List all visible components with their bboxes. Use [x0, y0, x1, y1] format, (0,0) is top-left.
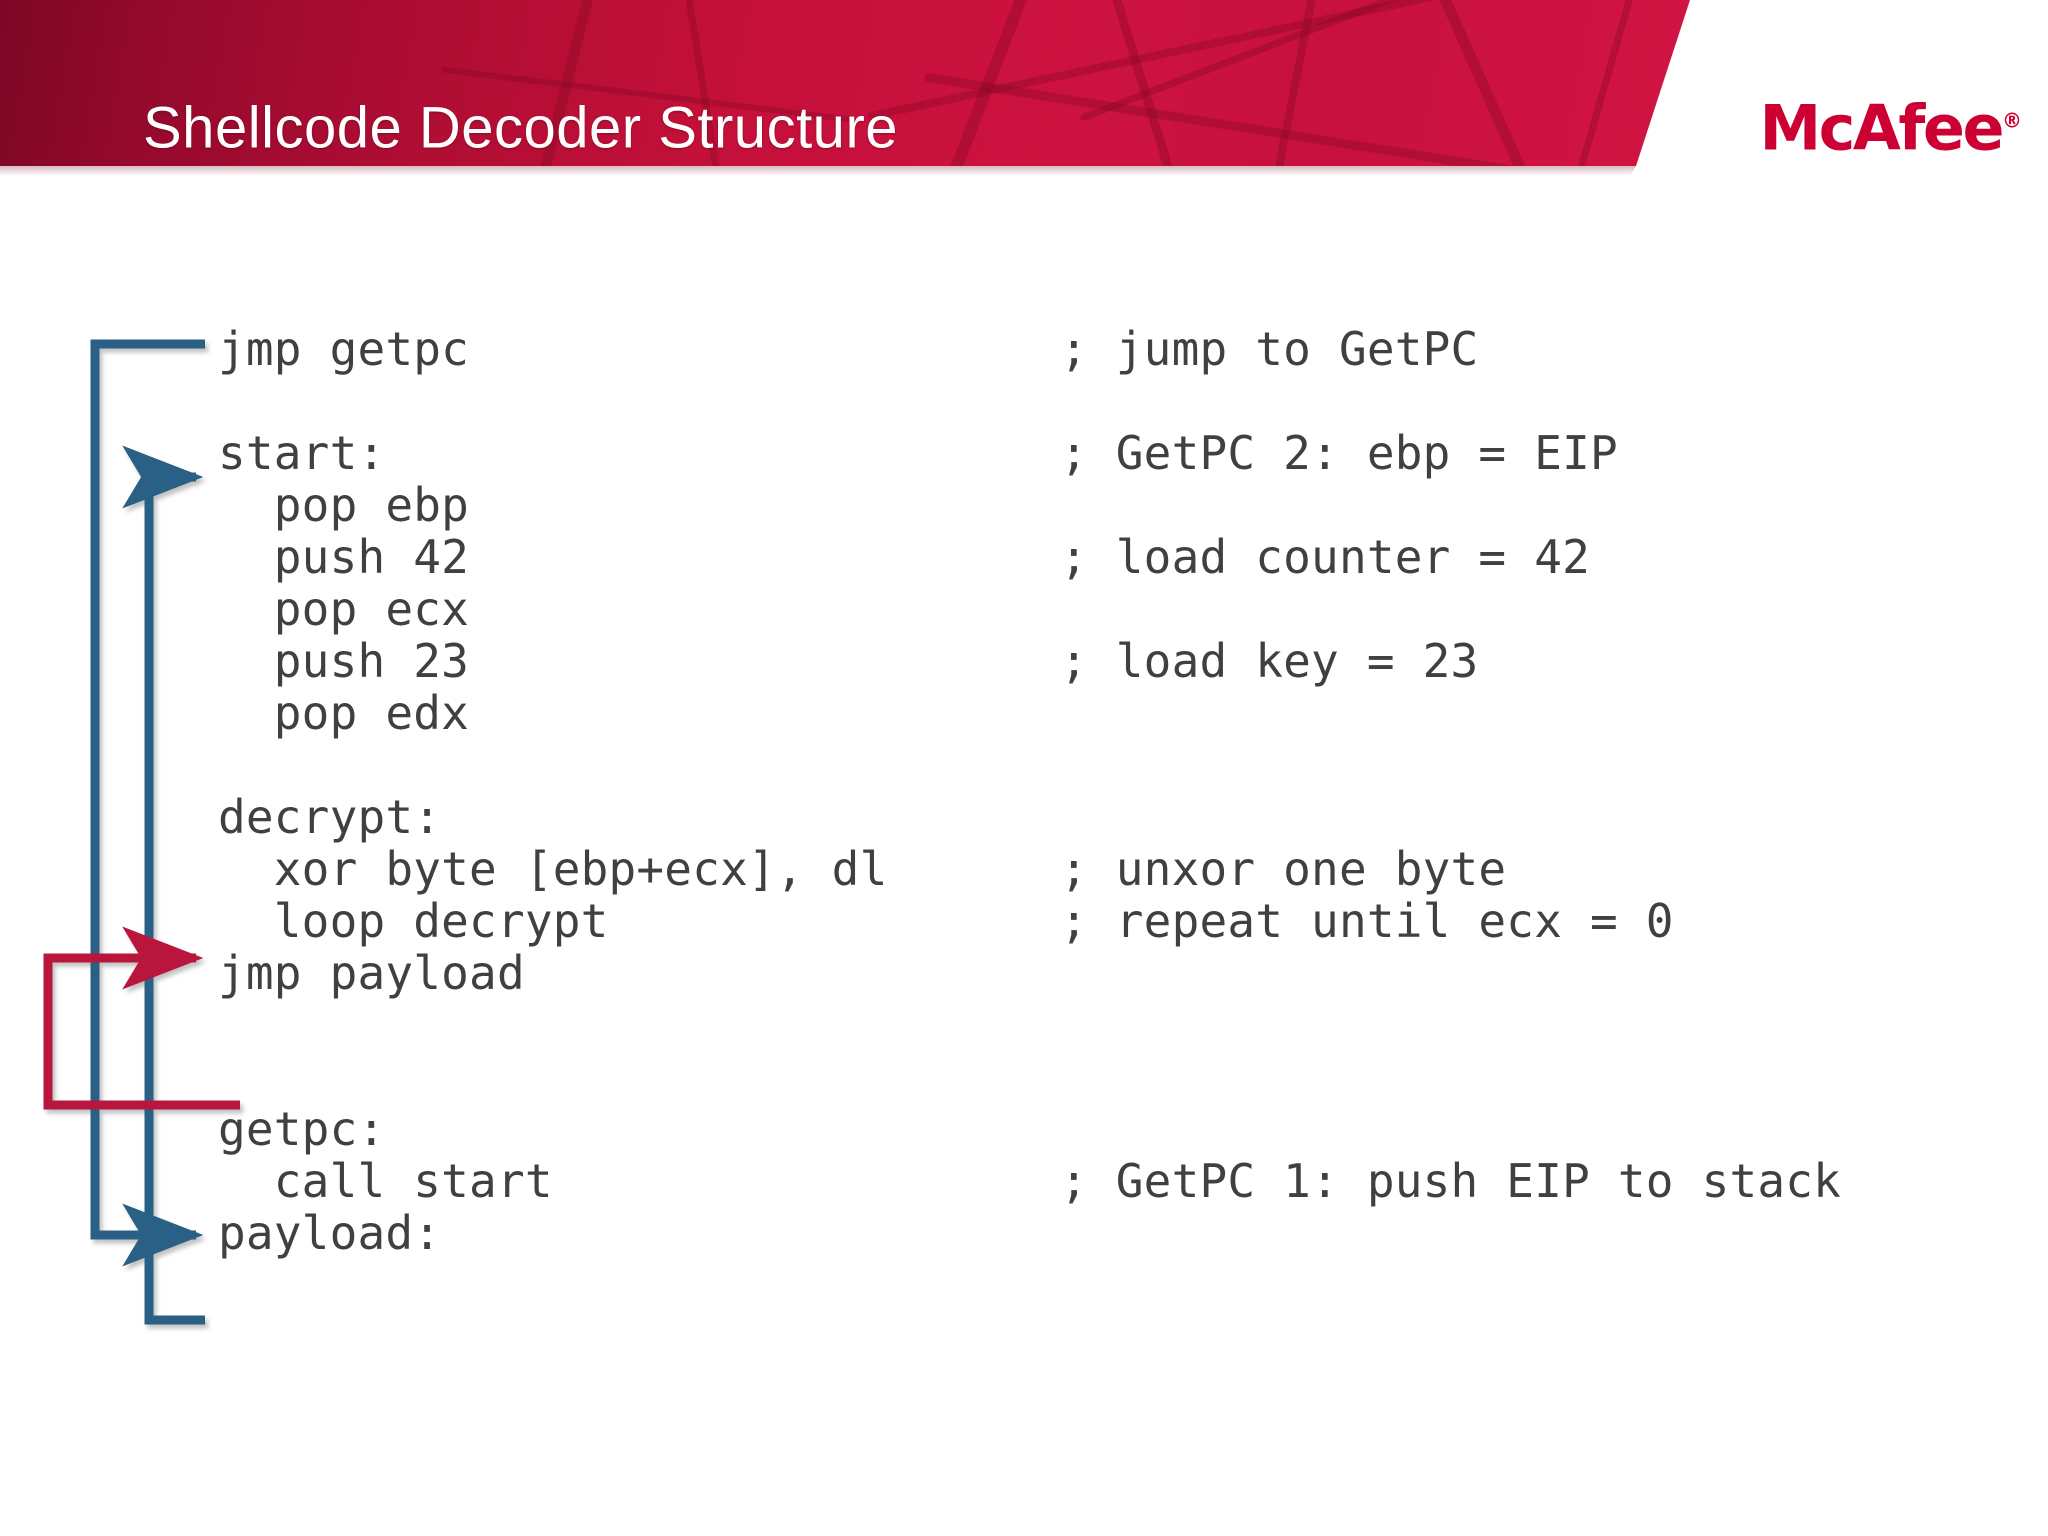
arrow-call-start-to-start	[122, 445, 205, 1325]
page-title: Shellcode Decoder Structure	[143, 95, 899, 161]
logo-wordmark: McAfee	[1759, 91, 2004, 165]
arrow-loop-decrypt-to-decrypt	[43, 926, 240, 1110]
header-shadow	[0, 166, 1636, 176]
mcafee-logo: McAfee®	[1759, 92, 2022, 165]
header-band	[0, 0, 1690, 166]
registered-trademark-icon: ®	[2002, 108, 2022, 133]
